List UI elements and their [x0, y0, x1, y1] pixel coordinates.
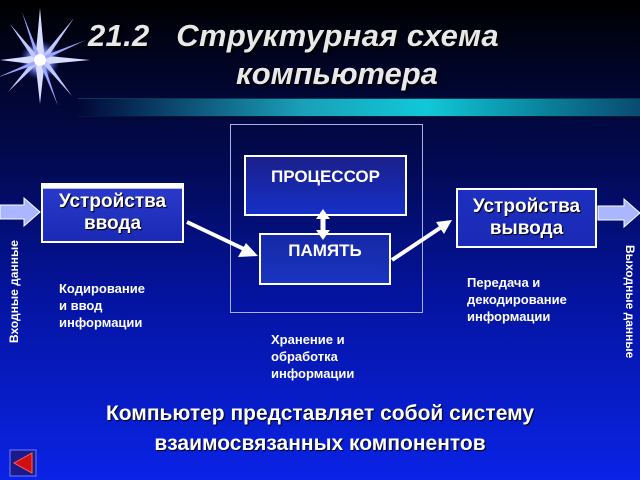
memory-to-output-arrow — [390, 226, 442, 262]
input-to-memory-arrow — [186, 220, 247, 252]
input-devices-label-line1: Устройства — [58, 191, 167, 212]
processor-block: ПРОЦЕССОР — [244, 155, 407, 216]
output-devices-label-line1: Устройства — [472, 196, 581, 217]
footer-line1: Компьютер представляет собой систему — [105, 402, 535, 425]
output-caption: Передача и декодирование информации — [467, 275, 567, 324]
output-devices-block: Устройства вывода — [456, 188, 597, 248]
footer-statement: Компьютер представляет собой систему вза… — [0, 399, 640, 459]
memory-label: ПАМЯТЬ — [288, 241, 362, 260]
output-devices-label-line2: вывода — [489, 218, 564, 239]
back-arrow-icon[interactable] — [9, 449, 37, 477]
slide-title-line2: компьютера — [236, 56, 438, 91]
input-caption: Кодирование и ввод информации — [59, 281, 145, 330]
memory-block: ПАМЯТЬ — [259, 233, 391, 285]
memory-to-output-arrowhead — [436, 220, 452, 234]
output-arrow-icon — [597, 197, 640, 229]
footer-line2: взаимосвязанных компонентов — [154, 432, 486, 455]
core-caption: Хранение и обработка информации — [271, 332, 355, 381]
input-arrow-icon — [0, 196, 41, 228]
title-divider — [78, 98, 640, 117]
core-frame — [230, 124, 423, 313]
input-devices-label-line2: ввода — [83, 213, 142, 234]
processor-label: ПРОЦЕССОР — [270, 167, 380, 186]
input-devices-block: Устройства ввода — [41, 183, 184, 243]
input-to-memory-arrowhead — [238, 243, 258, 257]
slide-title-line1: 21.2 Структурная схема — [88, 18, 499, 53]
processor-memory-arrowhead-up — [316, 209, 330, 219]
processor-memory-arrowhead-down — [316, 230, 330, 240]
